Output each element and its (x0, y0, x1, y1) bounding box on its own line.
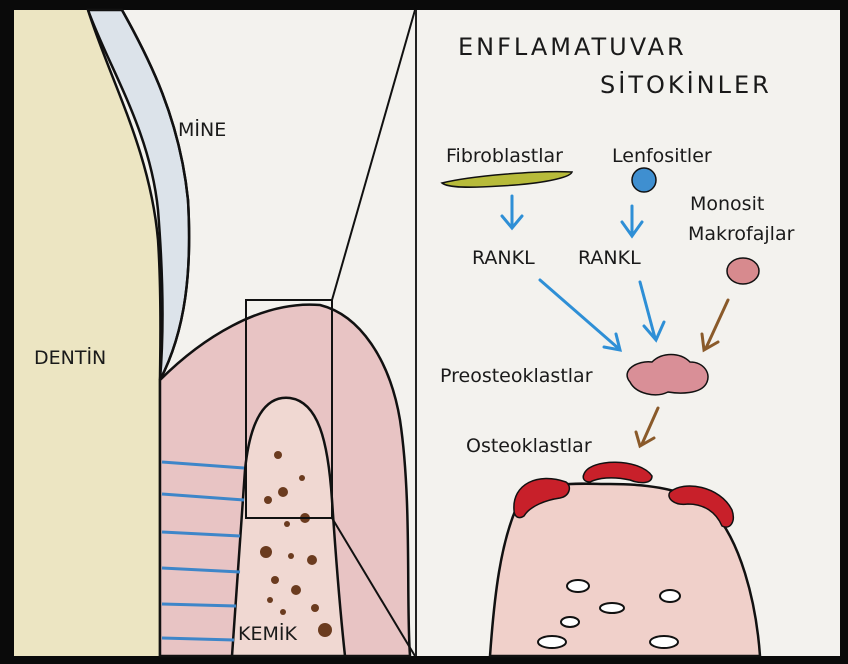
label-lenfositler: Lenfositler (612, 145, 712, 167)
lymphocyte-cell-icon (632, 168, 656, 192)
title-line-1: ENFLAMATUVAR (458, 33, 687, 61)
label-osteoklastlar: Osteoklastlar (466, 435, 592, 457)
label-kemik: KEMİK (238, 622, 297, 645)
label-rankl-right: RANKL (578, 247, 641, 269)
monocyte-cell-icon (727, 258, 759, 284)
label-dentin: DENTİN (34, 346, 106, 369)
label-rankl-left: RANKL (472, 247, 535, 269)
label-monosit: Monosit (690, 193, 764, 215)
label-mine: MİNE (178, 118, 226, 141)
label-makrofajlar: Makrofajlar (688, 223, 795, 245)
label-fibroblastlar: Fibroblastlar (446, 145, 563, 167)
title-line-2: SİTOKİNLER (600, 70, 772, 99)
label-preosteoklastlar: Preosteoklastlar (440, 365, 593, 387)
